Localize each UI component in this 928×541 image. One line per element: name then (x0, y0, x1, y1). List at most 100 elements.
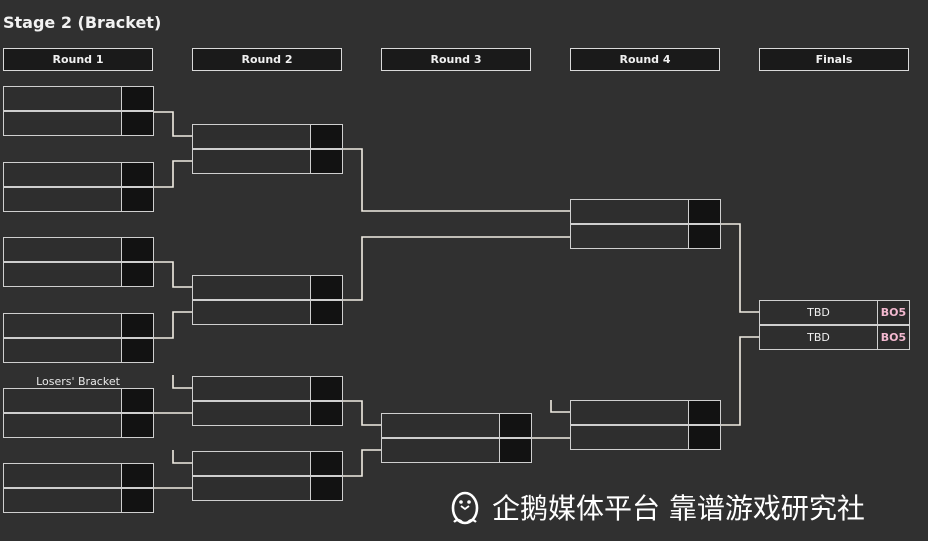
r3-losers-match (381, 413, 532, 463)
score-box (121, 87, 153, 110)
team-name (4, 163, 121, 186)
team-slot[interactable] (381, 413, 532, 438)
r1-losers-match-2 (3, 463, 154, 513)
score-box (121, 263, 153, 286)
team-slot[interactable] (192, 275, 343, 300)
score-box (688, 225, 720, 248)
r4-upper-match (570, 199, 721, 249)
round-header-finals: Finals (759, 48, 909, 71)
team-name (4, 489, 121, 512)
team-slot[interactable] (3, 488, 154, 513)
score-box (121, 339, 153, 362)
penguin-icon (451, 491, 479, 525)
team-slot[interactable] (192, 376, 343, 401)
score-box (310, 150, 342, 173)
team-slot[interactable] (3, 413, 154, 438)
r1-match-4 (3, 313, 154, 363)
team-slot[interactable] (192, 476, 343, 501)
losers-bracket-label: Losers' Bracket (36, 375, 120, 388)
team-name (4, 339, 121, 362)
team-name (571, 200, 688, 223)
finals-match: TBD BO5 TBD BO5 (759, 300, 910, 350)
team-slot[interactable] (3, 463, 154, 488)
team-slot[interactable] (570, 400, 721, 425)
team-name (193, 150, 310, 173)
score-box (121, 163, 153, 186)
team-slot[interactable] (570, 199, 721, 224)
score-box (121, 414, 153, 437)
team-slot[interactable] (3, 388, 154, 413)
team-name (193, 402, 310, 425)
score-box (310, 402, 342, 425)
score-box (688, 200, 720, 223)
r4-losers-match (570, 400, 721, 450)
team-name (4, 464, 121, 487)
score-box (121, 238, 153, 261)
score-box (499, 439, 531, 462)
score-box (310, 301, 342, 324)
team-slot[interactable] (3, 313, 154, 338)
team-slot[interactable] (192, 451, 343, 476)
round-header-4: Round 4 (570, 48, 720, 71)
team-slot[interactable] (192, 149, 343, 174)
score-box (121, 188, 153, 211)
r2-match-2 (192, 275, 343, 325)
team-name (193, 452, 310, 475)
team-slot[interactable] (3, 187, 154, 212)
team-name (4, 188, 121, 211)
team-slot[interactable] (570, 224, 721, 249)
score-box (310, 377, 342, 400)
team-name (382, 414, 499, 437)
team-name (4, 238, 121, 261)
score-box (121, 489, 153, 512)
team-name (571, 401, 688, 424)
team-name (193, 125, 310, 148)
page-title: Stage 2 (Bracket) (3, 13, 162, 32)
r1-losers-match-1 (3, 388, 154, 438)
r1-match-1 (3, 86, 154, 136)
team-slot[interactable]: TBD BO5 (759, 300, 910, 325)
r2-losers-match-2 (192, 451, 343, 501)
r1-match-3 (3, 237, 154, 287)
score-box (121, 464, 153, 487)
team-name (193, 477, 310, 500)
team-slot[interactable] (3, 338, 154, 363)
score-box (310, 477, 342, 500)
team-name (193, 276, 310, 299)
team-name (4, 389, 121, 412)
r2-match-1 (192, 124, 343, 174)
score-box (499, 414, 531, 437)
round-header-2: Round 2 (192, 48, 342, 71)
team-name (4, 314, 121, 337)
watermark-text: 企鹅媒体平台 靠谱游戏研究社 (492, 492, 865, 525)
round-header-3: Round 3 (381, 48, 531, 71)
team-name (4, 112, 121, 135)
round-header-1: Round 1 (3, 48, 153, 71)
team-slot[interactable] (3, 262, 154, 287)
score-box (310, 452, 342, 475)
score-box (310, 125, 342, 148)
team-slot[interactable]: TBD BO5 (759, 325, 910, 350)
team-name: TBD (807, 306, 830, 319)
team-slot[interactable] (3, 237, 154, 262)
r1-match-2 (3, 162, 154, 212)
best-of-label: BO5 (877, 326, 909, 349)
team-slot[interactable] (3, 162, 154, 187)
team-name (382, 439, 499, 462)
team-name (571, 426, 688, 449)
team-slot[interactable] (570, 425, 721, 450)
r2-losers-match-1 (192, 376, 343, 426)
team-slot[interactable] (192, 300, 343, 325)
team-slot[interactable] (3, 111, 154, 136)
team-slot[interactable] (192, 401, 343, 426)
team-name: TBD (807, 331, 830, 344)
team-slot[interactable] (192, 124, 343, 149)
team-slot[interactable] (3, 86, 154, 111)
team-name (4, 414, 121, 437)
watermark: 企鹅媒体平台 靠谱游戏研究社 (448, 487, 865, 527)
team-name (4, 263, 121, 286)
team-name (571, 225, 688, 248)
team-slot[interactable] (381, 438, 532, 463)
score-box (688, 401, 720, 424)
